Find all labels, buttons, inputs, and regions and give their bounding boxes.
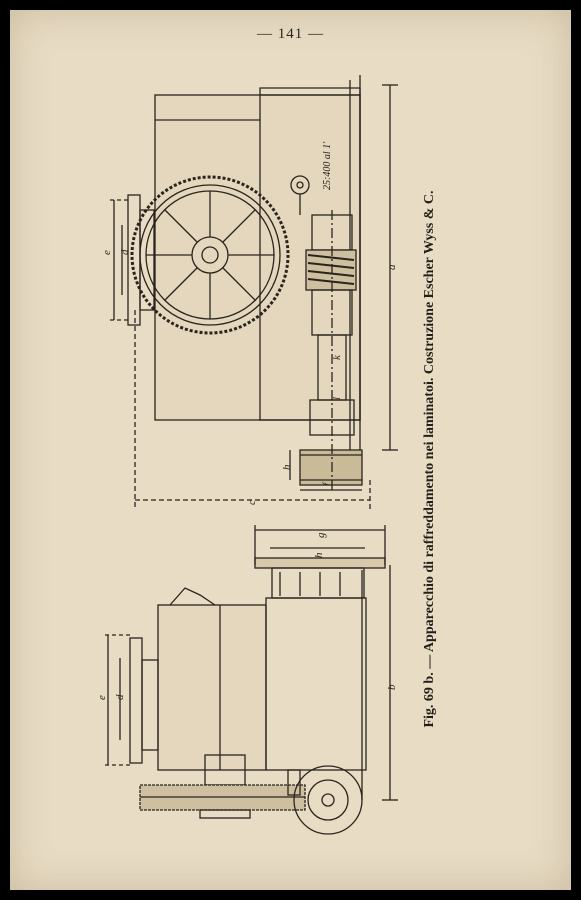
figure-caption: Fig. 69 b. — Apparecchio di raffreddamen… bbox=[422, 159, 438, 759]
upper-dimension-lines bbox=[134, 84, 398, 510]
svg-text:a: a bbox=[386, 264, 398, 270]
machine-drawing: a b c e d e d h f g h k l 25:400 al 1' bbox=[96, 75, 398, 835]
svg-text:c: c bbox=[246, 500, 258, 505]
figure-caption-text: — Apparecchio di raffreddamento nei lami… bbox=[422, 190, 437, 673]
svg-text:f: f bbox=[321, 481, 333, 486]
lower-dimension-lines bbox=[254, 525, 398, 801]
svg-text:e: e bbox=[101, 250, 113, 255]
svg-text:d: d bbox=[114, 694, 126, 700]
svg-text:h: h bbox=[313, 552, 325, 558]
svg-text:g: g bbox=[315, 532, 327, 538]
lower-side-flange bbox=[105, 634, 159, 766]
upper-side-flange bbox=[110, 194, 155, 326]
worm-shaft bbox=[290, 175, 363, 490]
svg-text:k: k bbox=[331, 354, 343, 360]
dimension-letters: a b c e d e d h f g h k l bbox=[96, 249, 398, 700]
lower-drum bbox=[157, 557, 386, 800]
svg-text:h: h bbox=[281, 464, 293, 470]
svg-text:d: d bbox=[119, 249, 131, 255]
page-number: — 141 — bbox=[257, 26, 324, 42]
svg-text:b: b bbox=[386, 684, 398, 690]
lower-gear-and-pulley bbox=[139, 754, 363, 835]
svg-text:e: e bbox=[96, 695, 108, 700]
figure-caption-label: Fig. 69 b. bbox=[422, 672, 437, 728]
speed-annotation: 25:400 al 1' bbox=[322, 141, 333, 190]
svg-text:l: l bbox=[331, 397, 343, 400]
book-page: — 141 — bbox=[10, 10, 571, 890]
